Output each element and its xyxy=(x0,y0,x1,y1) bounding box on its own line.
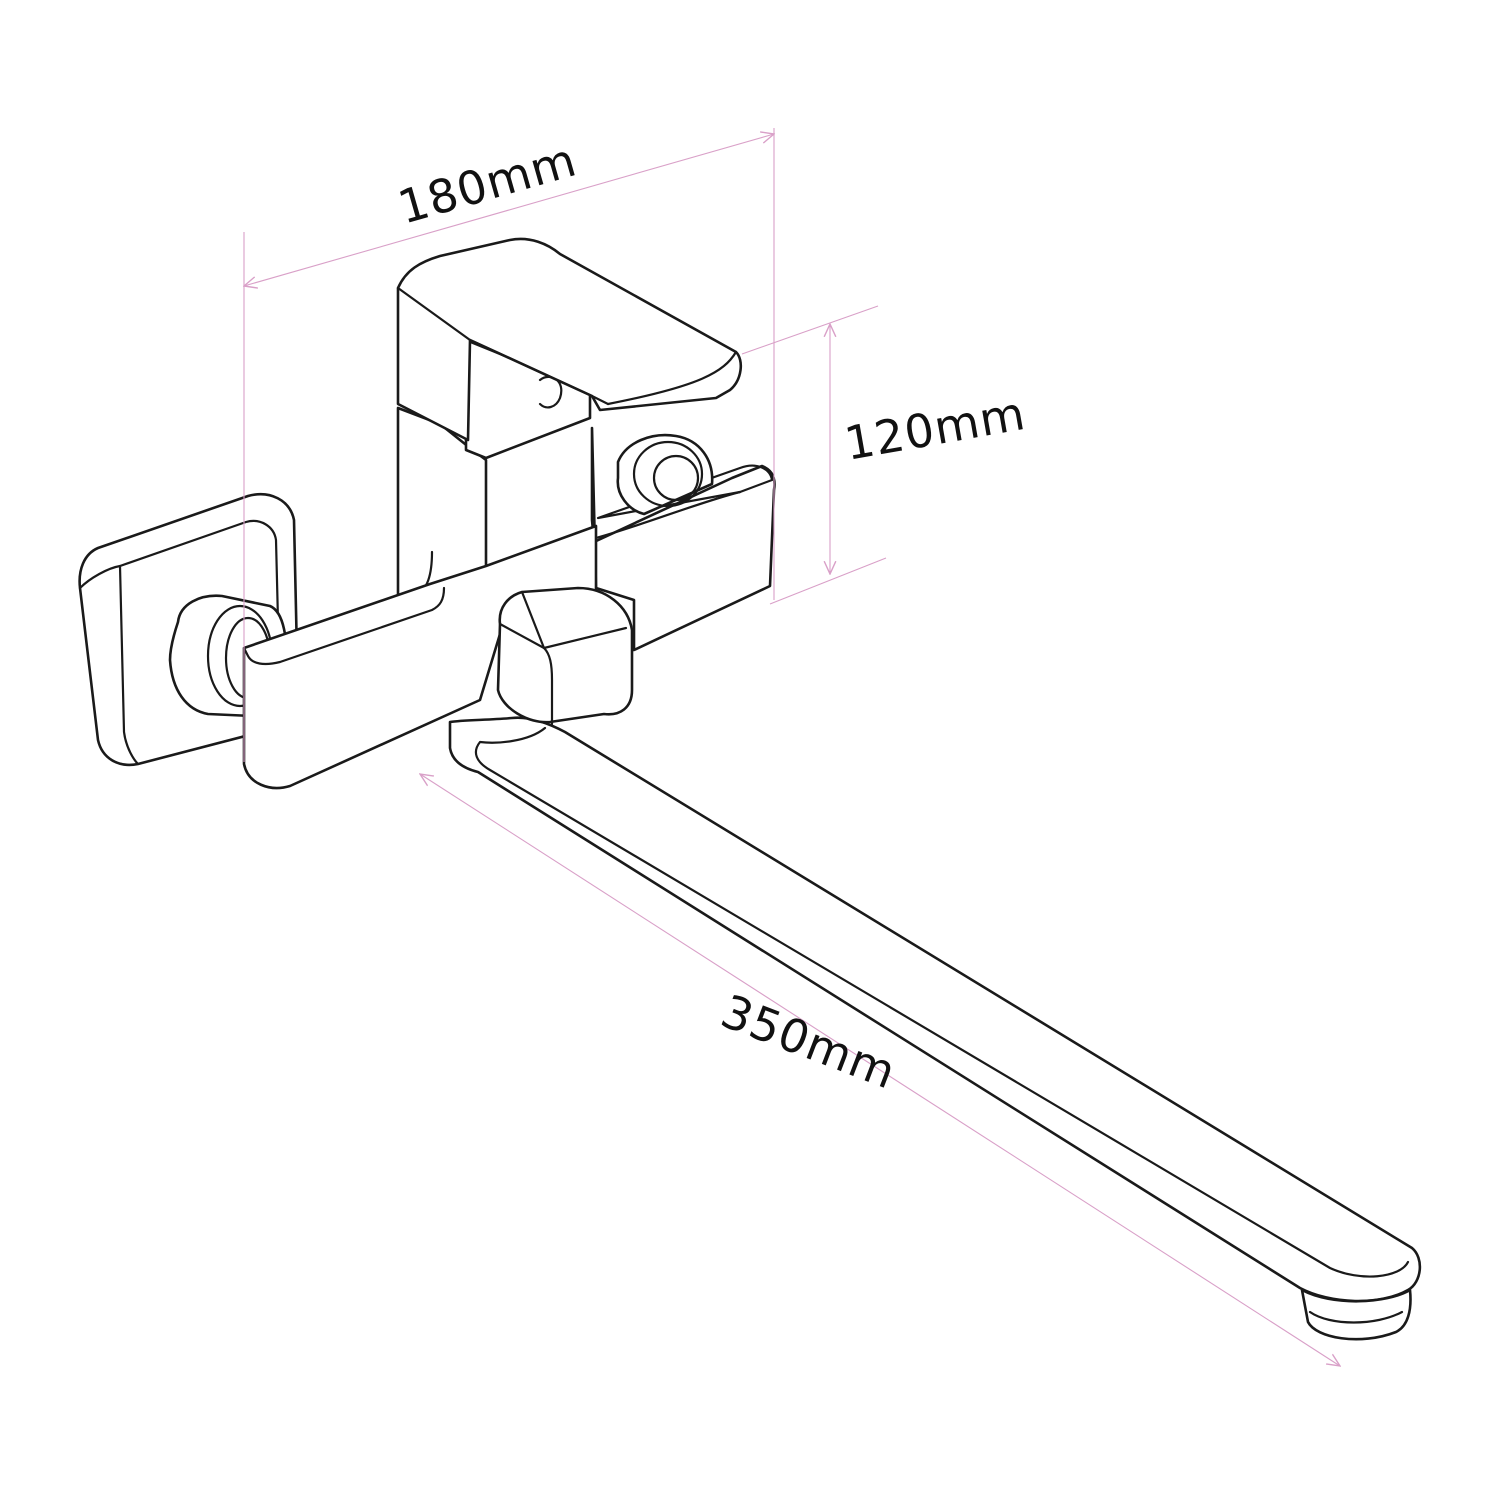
right-connector xyxy=(616,433,714,516)
dimension-120-extension-top xyxy=(741,305,879,355)
lever-top-face xyxy=(396,286,610,406)
lever-handle xyxy=(396,237,743,460)
right-connector-ring xyxy=(632,440,704,508)
spout xyxy=(448,716,1422,1341)
left-flange-front-edge xyxy=(78,564,140,766)
diverter-knob xyxy=(496,586,634,726)
dimension-350-line xyxy=(420,774,1340,1366)
valve-body xyxy=(242,406,776,790)
left-flange-face xyxy=(118,519,282,704)
knob-top-face xyxy=(520,590,628,650)
dimension-120-label: 120mm xyxy=(841,386,1030,471)
right-connector-ring-inner xyxy=(652,454,700,502)
crossbar-top-edge xyxy=(242,586,446,666)
dimension-120: 120mm xyxy=(741,305,1030,605)
dimension-350: 350mm xyxy=(420,774,1340,1366)
knob-body xyxy=(496,586,634,724)
right-arm xyxy=(590,426,776,652)
lever-front-edge xyxy=(606,350,738,406)
right-arm-inner-curve xyxy=(594,490,742,540)
right-arm-top-face xyxy=(596,464,774,520)
dimension-120-extension-bottom xyxy=(769,557,887,605)
main-crossbar xyxy=(242,524,598,790)
dimension-180-label: 180mm xyxy=(392,132,582,234)
dimension-180-line xyxy=(244,134,774,286)
spout-outline xyxy=(448,716,1422,1303)
spout-inner-edge xyxy=(474,726,1410,1278)
